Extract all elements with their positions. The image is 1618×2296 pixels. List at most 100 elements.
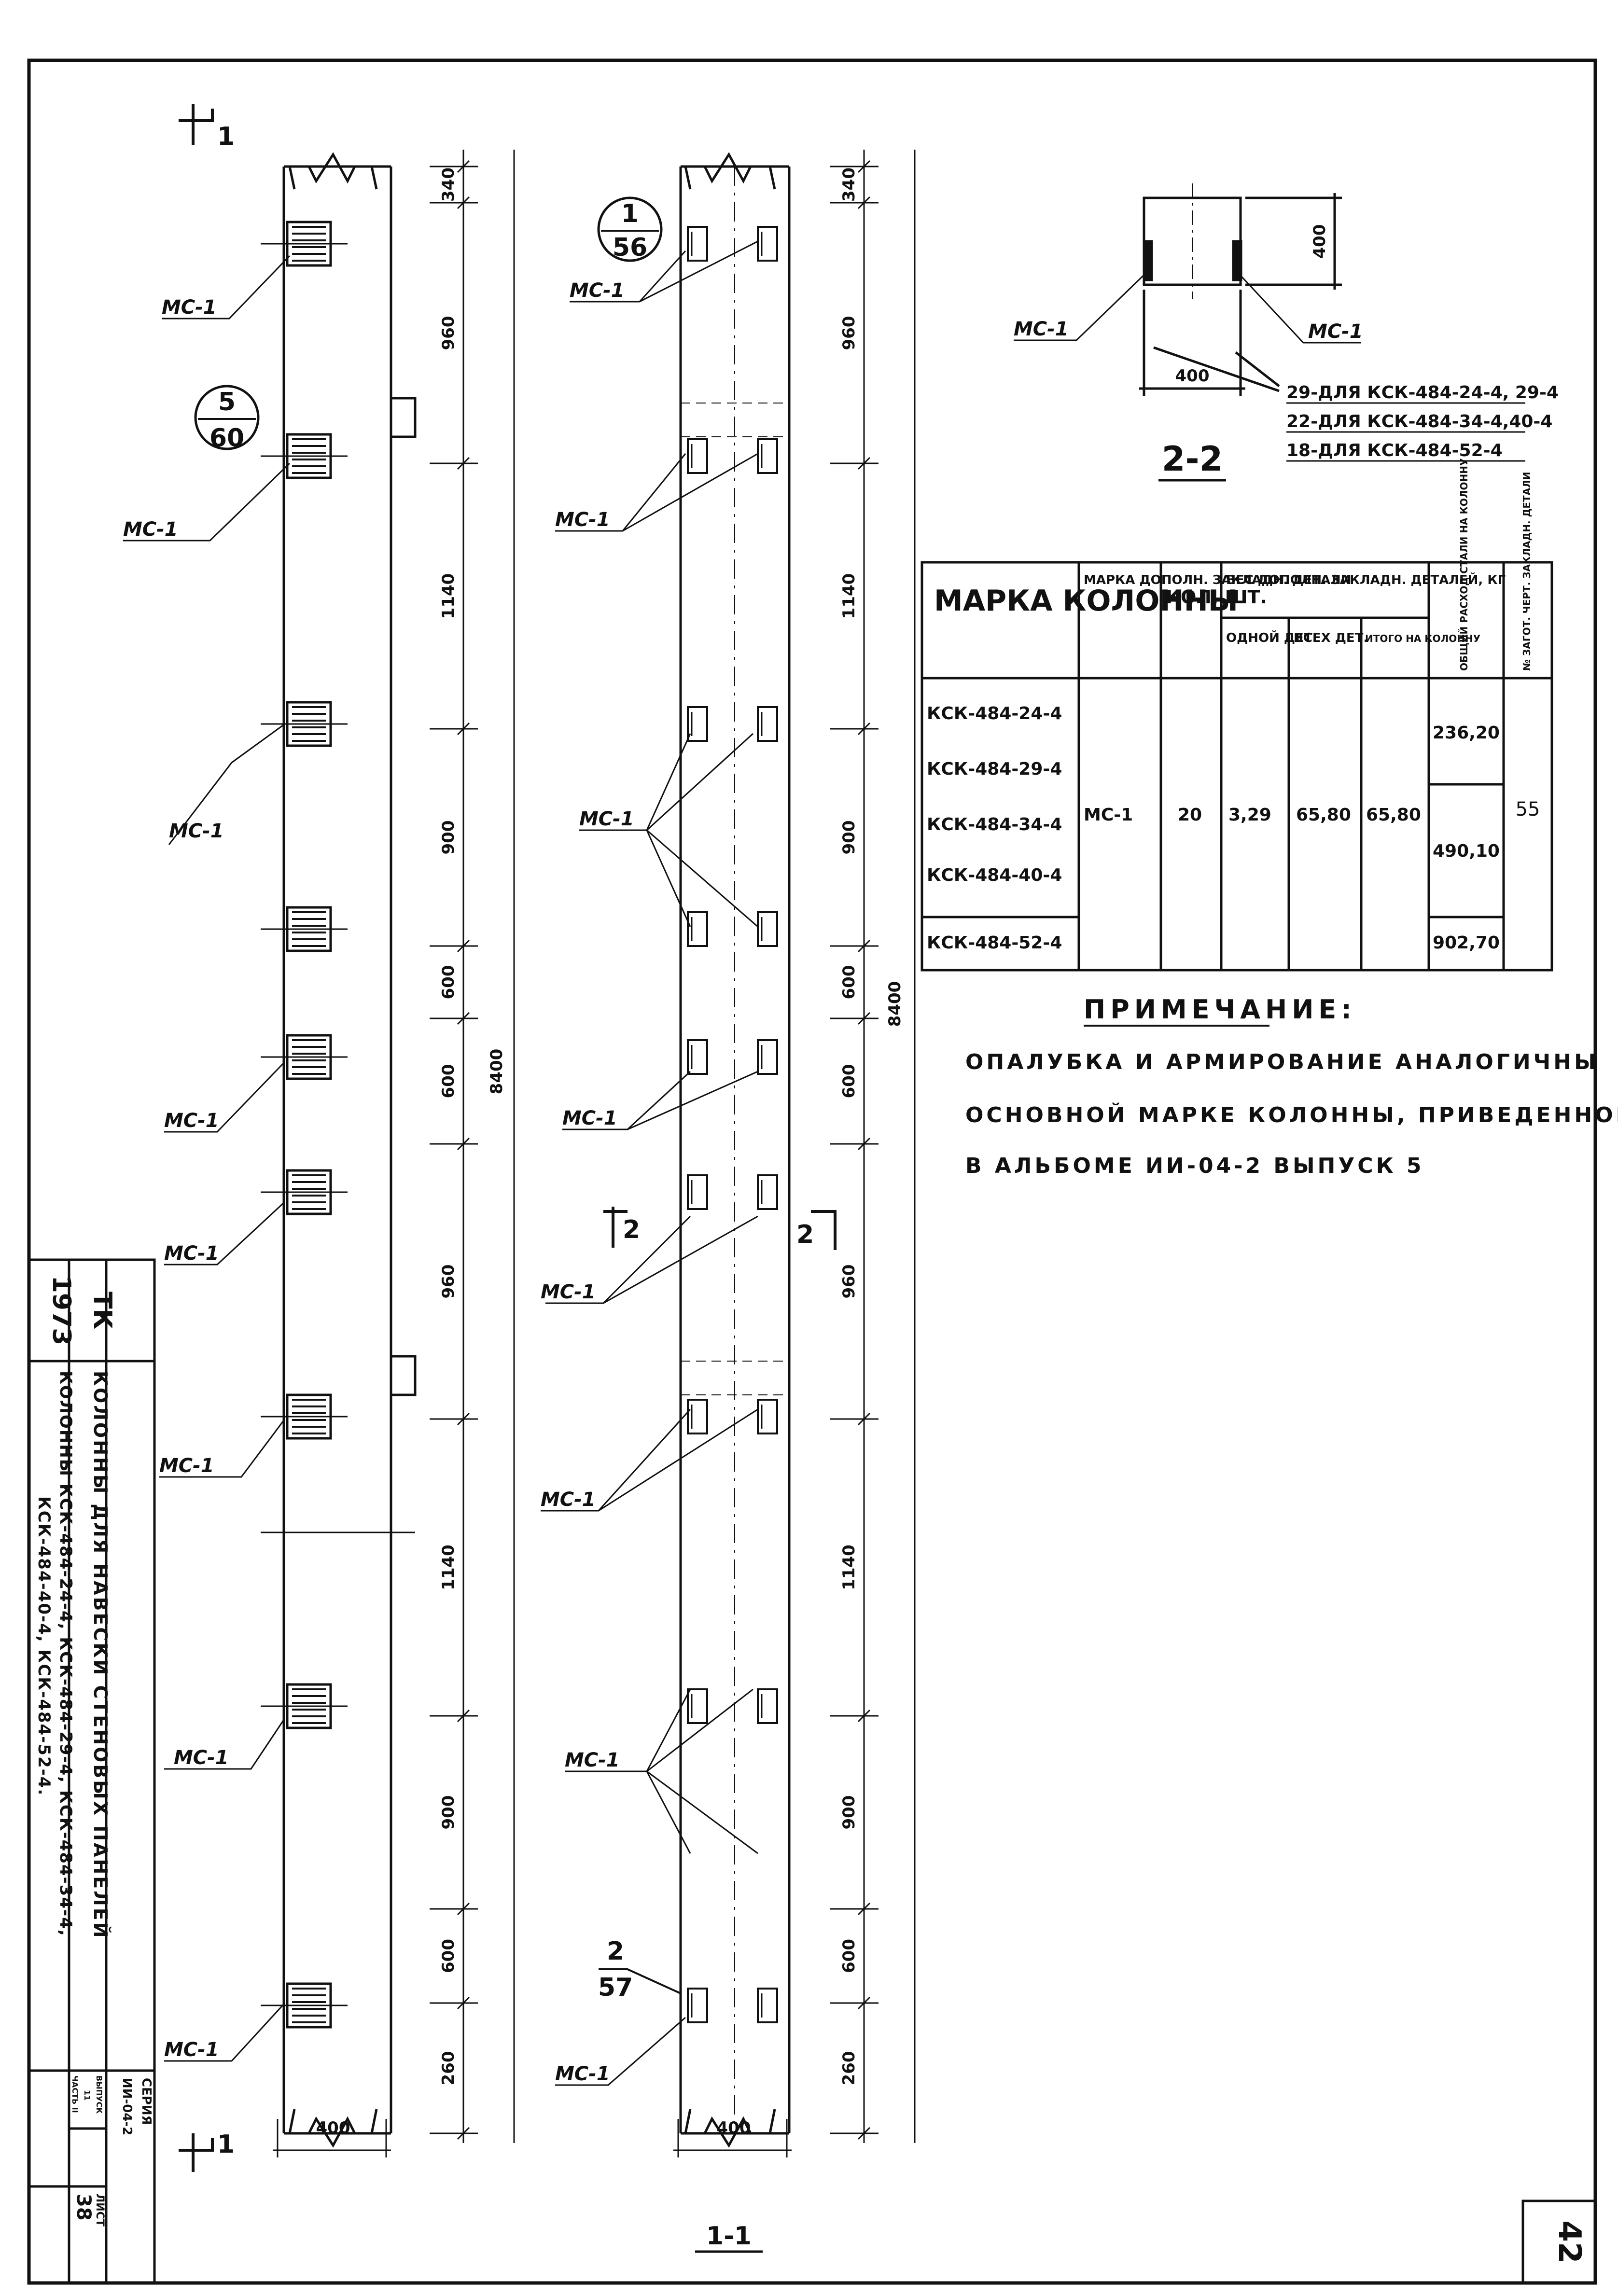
elevation-label-mc1: МС-1 xyxy=(162,296,217,319)
elevation-dimension-value: 900 xyxy=(439,1795,458,1830)
section-1-1-leaders xyxy=(541,240,758,2086)
table-steel-2: 490,10 xyxy=(1433,841,1500,861)
section-1-1-dimension-value: 1140 xyxy=(839,573,859,619)
stamp-issue: 11 xyxy=(83,2090,92,2101)
section-label-mc1: МС-1 xyxy=(541,1489,596,1511)
section-1-1-dimension-value: 960 xyxy=(839,316,859,350)
stamp-sheet-label: ЛИСТ xyxy=(94,2194,106,2226)
table-header-sheet: № ЗАГОТ. ЧЕРТ. ЗАКЛАДН. ДЕТАЛИ xyxy=(1521,472,1533,671)
callout-2-57 xyxy=(599,1968,681,1994)
table-all: 65,80 xyxy=(1296,805,1351,825)
embed-plate xyxy=(687,226,708,262)
section-2-2-height-value: 400 xyxy=(1310,224,1329,259)
embed-plate xyxy=(687,1399,708,1434)
section-1-1-width-value: 400 xyxy=(717,2118,751,2138)
callout-5-60-bottom: 60 xyxy=(209,424,244,453)
embed-plate xyxy=(687,1039,708,1075)
elevation-width-dimension xyxy=(273,2119,391,2157)
elevation-label-mc1: МС-1 xyxy=(123,518,178,541)
table-qty: 20 xyxy=(1178,805,1202,825)
embed-plate xyxy=(757,226,778,262)
table-header-weight: ВЕС ДОПОЛН. ЗАКЛАДН. ДЕТАЛЕЙ, КГ xyxy=(1226,572,1506,587)
elevation-dimension-value: 340 xyxy=(439,167,458,202)
section-1-1-dimension-value: 900 xyxy=(839,821,859,855)
elevation-dimension-value: 1140 xyxy=(439,573,458,619)
stamp-issue-label: ВЫПУСК xyxy=(95,2075,104,2114)
section-1-1-dimension-value: 340 xyxy=(839,167,859,202)
embed-plate xyxy=(687,911,708,947)
section-1-1-embed-plates xyxy=(687,226,778,2023)
elevation-view xyxy=(261,152,417,2148)
section-1-1-dimension-value: 900 xyxy=(839,1795,859,1830)
callout-2-57-top: 2 xyxy=(607,1937,624,1966)
table-total: 65,80 xyxy=(1366,805,1421,825)
section-2-2-label-left: МС-1 xyxy=(1014,318,1069,340)
section-2-2-view xyxy=(1139,183,1342,396)
section-label-mc1: МС-1 xyxy=(555,509,610,531)
title-stamp xyxy=(28,1258,156,2284)
elevation-label-mc1: МС-1 xyxy=(169,820,224,842)
embed-plate xyxy=(757,438,778,474)
table-header-part: МАРКА ДОПОЛН. ЗАКЛАДН. ДЕТАЛИ xyxy=(1084,573,1351,587)
stamp-part: ЧАСТЬ II xyxy=(70,2075,80,2113)
table-header-one: ОДНОЙ ДЕТ. xyxy=(1226,630,1317,645)
note-title: ПРИМЕЧАНИЕ: xyxy=(1084,994,1356,1025)
section-label-mc1: МС-1 xyxy=(541,1281,596,1303)
embed-plate xyxy=(757,1988,778,2023)
elevation-total-value: 8400 xyxy=(487,1049,506,1095)
elevation-label-mc1: МС-1 xyxy=(174,1747,229,1769)
elevation-dimension-value: 1140 xyxy=(439,1545,458,1590)
stamp-series-label: СЕРИЯ xyxy=(139,2078,153,2125)
section-mark-bottom xyxy=(179,2133,214,2172)
stamp-series: ИИ-04-2 xyxy=(120,2078,134,2135)
section-mark-top xyxy=(179,104,214,145)
section-cut-2-2-marks xyxy=(603,1207,837,1250)
table-mark-1: КСК-484-24-4 xyxy=(927,704,1062,724)
embed-plate xyxy=(687,1988,708,2023)
elevation-label-mc1: МС-1 xyxy=(164,2039,219,2061)
stamp-title: КОЛОННЫ ДЛЯ НАВЕСКИ СТЕНОВЫХ ПАНЕЛЕЙ xyxy=(90,1371,111,1939)
section-2-2-note-1: 29-ДЛЯ КСК-484-24-4, 29-4 xyxy=(1286,383,1559,403)
embed-plate xyxy=(757,1174,778,1210)
section-2-2-label-right: МС-1 xyxy=(1308,320,1363,343)
table-mark-3: КСК-484-34-4 xyxy=(927,815,1062,835)
elevation-embed-plates xyxy=(261,221,348,2029)
callout-1-56 xyxy=(597,196,663,262)
table-header-steel: ОБЩИЙ РАСХОД СТАЛИ НА КОЛОННУ xyxy=(1458,459,1470,671)
elevation-dimension-value: 900 xyxy=(439,821,458,855)
page-number: 42 xyxy=(1551,2220,1587,2263)
embed-plate xyxy=(687,438,708,474)
page-number-box xyxy=(1521,2199,1597,2284)
section-1-1-title: 1-1 xyxy=(706,2222,752,2251)
section-1-1-dimension-value: 600 xyxy=(839,1064,859,1099)
section-1-1-dimension-value: 260 xyxy=(839,2051,859,2086)
section-label-mc1: МС-1 xyxy=(570,279,625,302)
stamp-sheet: 38 xyxy=(72,2194,95,2221)
stamp-subtitle-1: КОЛОННЫ КСК-484-24-4, КСК-484-29-4, КСК-… xyxy=(56,1371,75,1937)
embed-plate xyxy=(687,706,708,742)
section-label-mc1: МС-1 xyxy=(555,2063,610,2085)
section-label-mc1: МС-1 xyxy=(562,1107,617,1129)
note-line-3: В АЛЬБОМЕ ИИ-04-2 ВЫПУСК 5 xyxy=(965,1154,1424,1178)
table-header-all: ВСЕХ ДЕТ. xyxy=(1294,631,1368,645)
section-2-2-leaders xyxy=(1014,269,1361,344)
section-label-mc1: МС-1 xyxy=(579,808,634,830)
stamp-subtitle-2: КСК-484-40-4, КСК-484-52-4. xyxy=(34,1496,54,1796)
table-header-total: ИТОГО НА КОЛОННУ xyxy=(1365,633,1480,644)
elevation-width-value: 400 xyxy=(316,2118,350,2138)
embed-plate xyxy=(757,1399,778,1434)
table-header-qty: КОЛ. ШТ. xyxy=(1166,586,1267,608)
elevation-dimension-value: 600 xyxy=(439,1064,458,1099)
section-1-1-dimension-value: 960 xyxy=(839,1265,859,1299)
section-mark-top-label: 1 xyxy=(217,122,235,151)
section-2-2-width-value: 400 xyxy=(1175,366,1210,386)
embed-plate xyxy=(757,1688,778,1724)
elevation-dimension-value: 600 xyxy=(439,1939,458,1973)
section-1-1-dimension-value: 600 xyxy=(839,965,859,1000)
section-2-2-title: 2-2 xyxy=(1162,439,1223,479)
elevation-dimension-value: 600 xyxy=(439,965,458,1000)
section-2-2-note-2: 22-ДЛЯ КСК-484-34-4,40-4 xyxy=(1286,412,1552,431)
table-header-mark: МАРКА КОЛОННЫ xyxy=(934,584,1238,618)
